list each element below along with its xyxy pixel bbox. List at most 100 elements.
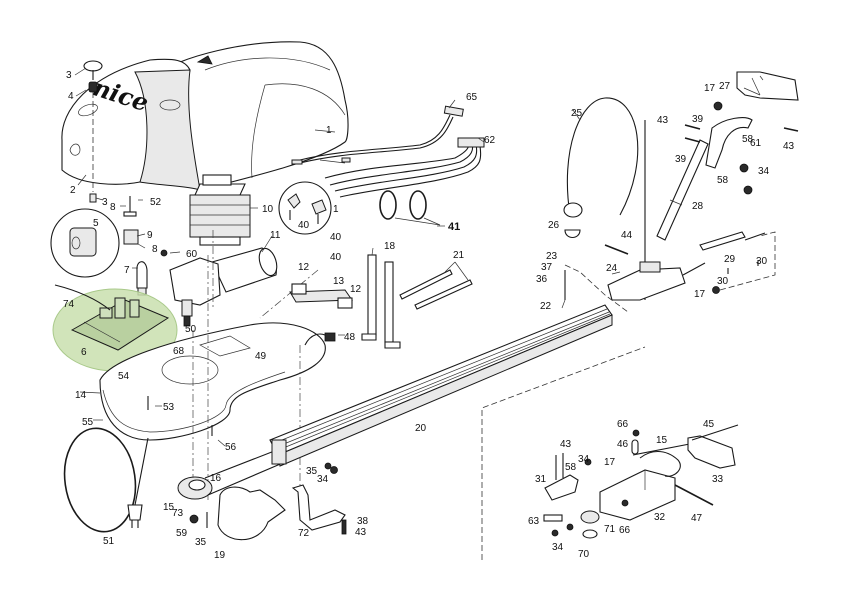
callout-62: 62 xyxy=(484,135,496,146)
wire-harness-part-65 xyxy=(291,105,464,165)
callout-6: 6 xyxy=(81,347,87,358)
callout-65: 65 xyxy=(466,92,478,103)
bulb-part-7 xyxy=(136,261,148,296)
power-cord-part-51 xyxy=(63,427,149,533)
callout-68: 68 xyxy=(173,346,185,357)
callout-66: 66 xyxy=(619,525,631,536)
callout-labels: 1 1 2 3 3 4 5 6 7 8 8 9 10 11 12 12 13 1… xyxy=(63,70,795,561)
callout-20: 20 xyxy=(415,423,427,434)
callout-43: 43 xyxy=(657,115,669,126)
callout-55: 55 xyxy=(82,417,94,428)
callout-9: 9 xyxy=(147,230,153,241)
callout-63: 63 xyxy=(528,516,540,527)
callout-17: 17 xyxy=(694,289,706,300)
callout-39: 39 xyxy=(692,114,704,125)
callout-5: 5 xyxy=(93,218,99,229)
brackets-part-18 xyxy=(361,254,401,349)
knob-part-3 xyxy=(83,60,103,203)
bracket-part-72 xyxy=(291,484,347,535)
bracket-part-31 xyxy=(543,453,579,522)
callout-40: 40 xyxy=(298,220,310,231)
callout-12: 12 xyxy=(298,262,310,273)
callout-13: 13 xyxy=(333,276,345,287)
callout-2: 2 xyxy=(70,185,76,196)
callout-34: 34 xyxy=(552,542,564,553)
trolley-part-24 xyxy=(607,261,706,301)
door-arm-part-28 xyxy=(656,139,709,241)
callout-8: 8 xyxy=(110,202,116,213)
callout-10: 10 xyxy=(262,204,274,215)
callout-58: 58 xyxy=(717,175,729,186)
release-cord-part-25 xyxy=(563,97,646,300)
callout-41: 41 xyxy=(448,221,460,233)
callout-24: 24 xyxy=(606,263,618,274)
wire-harness-part-62 xyxy=(324,137,485,198)
callout-40: 40 xyxy=(330,252,342,263)
limit-switch-part-13 xyxy=(289,283,353,309)
hardware-nuts xyxy=(160,101,753,537)
callout-14: 14 xyxy=(75,390,87,401)
callout-46: 46 xyxy=(617,439,629,450)
callout-73: 73 xyxy=(172,508,184,519)
callout-61: 61 xyxy=(750,138,762,149)
callout-47: 47 xyxy=(691,513,703,524)
callout-53: 53 xyxy=(163,402,175,413)
base-plate-part-14 xyxy=(99,322,326,441)
callout-35: 35 xyxy=(195,537,207,548)
callout-58: 58 xyxy=(742,134,754,145)
light-cover-inset-part-5 xyxy=(50,208,120,278)
chain-part-15 xyxy=(639,450,681,477)
sensor-part-48 xyxy=(304,332,336,346)
callout-43: 43 xyxy=(560,439,572,450)
callout-51: 51 xyxy=(103,536,115,547)
callout-1: 1 xyxy=(326,125,332,136)
control-board-part-6-highlight xyxy=(52,288,178,372)
callout-26: 26 xyxy=(548,220,560,231)
callout-31: 31 xyxy=(535,474,547,485)
callout-16: 16 xyxy=(210,473,222,484)
door-bracket-part-27 xyxy=(736,71,799,101)
callout-7: 7 xyxy=(124,265,130,276)
callout-30: 30 xyxy=(756,256,768,267)
callout-34: 34 xyxy=(578,454,590,465)
callout-15: 15 xyxy=(656,435,668,446)
curved-arm-part-61 xyxy=(705,117,753,169)
clip-inset xyxy=(278,181,332,235)
callout-74: 74 xyxy=(63,299,75,310)
callout-12: 12 xyxy=(350,284,362,295)
callout-33: 33 xyxy=(712,474,724,485)
callout-70: 70 xyxy=(578,549,590,560)
callout-23: 23 xyxy=(546,251,558,262)
callout-34: 34 xyxy=(317,474,329,485)
drive-guard-part-19 xyxy=(217,486,286,541)
callout-1: 1 xyxy=(333,204,339,215)
assembly-lines xyxy=(192,230,319,500)
callout-40: 40 xyxy=(330,232,342,243)
callout-72: 72 xyxy=(298,528,310,539)
release-handle-part-29 xyxy=(699,231,766,251)
callout-11: 11 xyxy=(270,230,281,241)
callout-30: 30 xyxy=(717,276,729,287)
callout-34: 34 xyxy=(758,166,770,177)
callout-60: 60 xyxy=(186,249,198,260)
callout-43: 43 xyxy=(783,141,795,152)
callout-32: 32 xyxy=(654,512,666,523)
pulley-part-15 xyxy=(177,447,286,500)
callout-17: 17 xyxy=(704,83,716,94)
callout-45: 45 xyxy=(703,419,715,430)
hardware-bolts xyxy=(147,124,799,528)
callout-44: 44 xyxy=(621,230,633,241)
callout-21: 21 xyxy=(453,250,465,261)
callout-50: 50 xyxy=(185,324,197,335)
callout-3: 3 xyxy=(66,70,72,81)
callout-52: 52 xyxy=(150,197,162,208)
callout-49: 49 xyxy=(255,351,267,362)
callout-71: 71 xyxy=(604,524,616,535)
callout-58: 58 xyxy=(565,462,577,473)
front-cover-part-2: nice xyxy=(61,58,201,191)
callout-8: 8 xyxy=(152,244,158,255)
callout-15: 15 xyxy=(163,502,175,513)
callout-19: 19 xyxy=(214,550,226,561)
